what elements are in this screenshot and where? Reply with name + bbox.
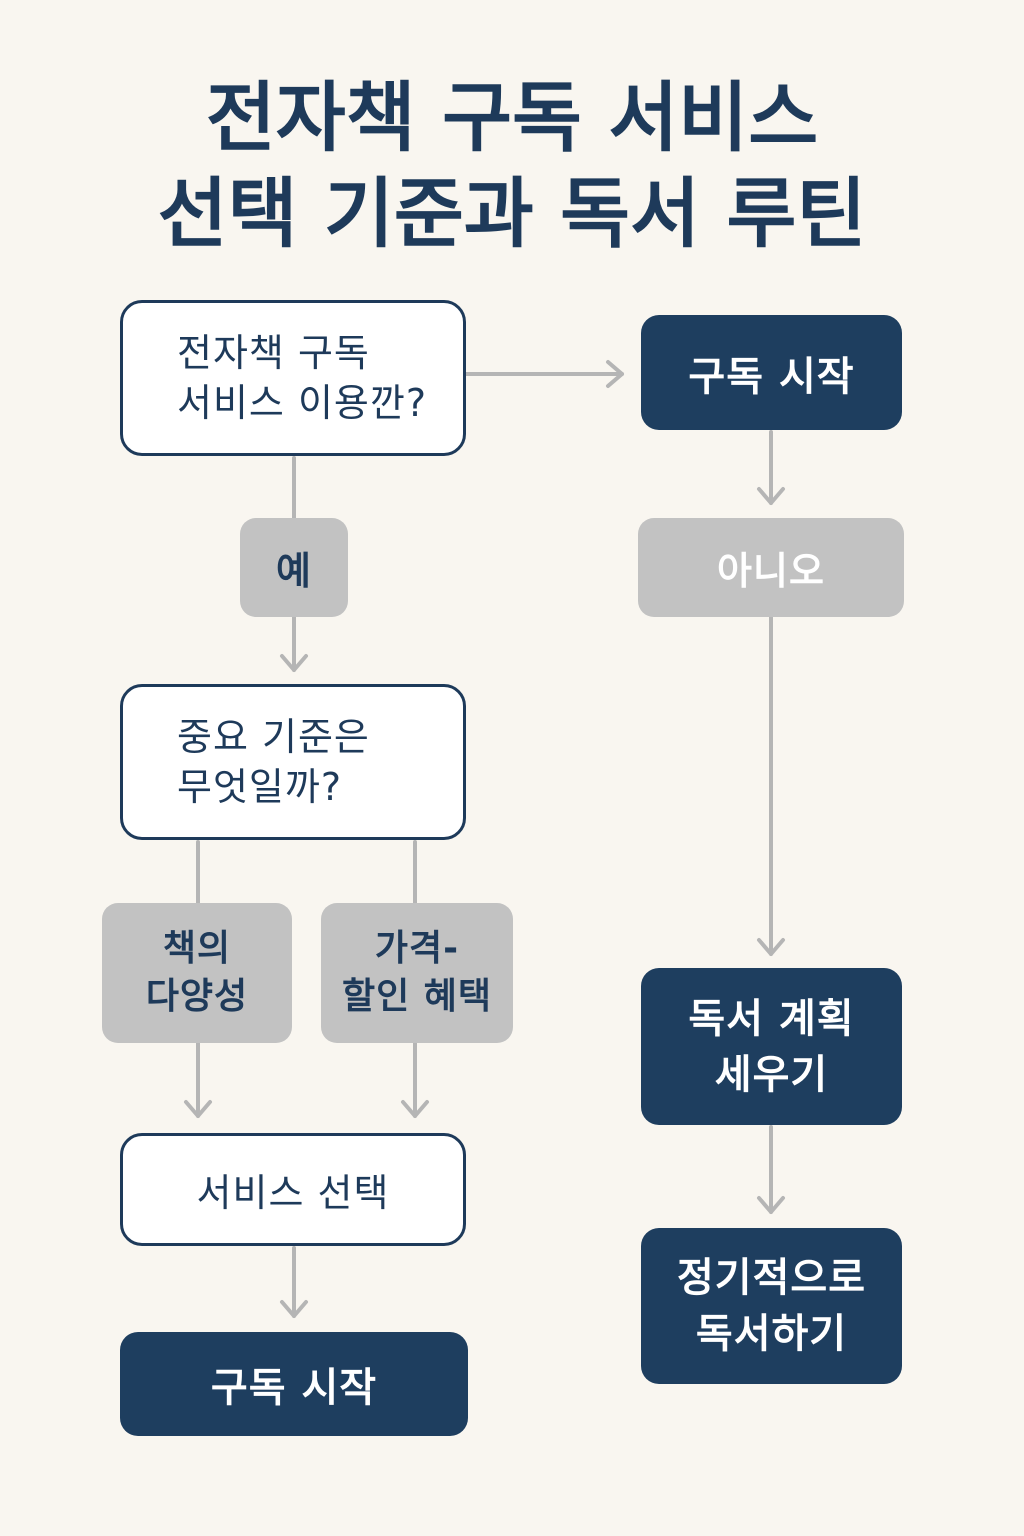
node-price-discount-line-2: 할인 혜택 xyxy=(341,976,492,1017)
diagram-title: 전자책 구독 서비스 선택 기준과 독서 루틴 xyxy=(0,70,1024,262)
node-service-select: 서비스 선택 xyxy=(120,1133,466,1246)
edge-select-to-start-left xyxy=(280,1246,308,1318)
node-regular-reading-line-1: 정기적으로 xyxy=(677,1255,866,1301)
node-question-criteria-line-1: 중요 기준은 xyxy=(177,715,370,759)
node-service-select-label: 서비스 선택 xyxy=(196,1171,390,1215)
node-question-use-service: 전자책 구독 서비스 이용깐? xyxy=(120,300,466,456)
title-line-1: 전자책 구독 서비스 xyxy=(205,73,819,162)
edge-price-to-select xyxy=(401,1041,429,1118)
node-book-variety-line-2: 다양성 xyxy=(145,976,249,1017)
node-reading-plan: 독서 계획 세우기 xyxy=(641,968,902,1125)
node-question-criteria-line-2: 무엇일까? xyxy=(177,765,343,809)
node-regular-reading: 정기적으로 독서하기 xyxy=(641,1228,902,1384)
title-line-2: 선택 기준과 독서 루틴 xyxy=(157,169,867,258)
node-book-variety: 책의 다양성 xyxy=(102,903,292,1043)
node-no-label: 아니오 xyxy=(717,549,825,593)
node-reading-plan-line-1: 독서 계획 xyxy=(688,995,855,1042)
node-subscribe-start-left-label: 구독 시작 xyxy=(210,1365,378,1411)
edge-yes-to-criteria xyxy=(280,615,308,672)
edge-plan-to-regular xyxy=(757,1125,785,1214)
node-price-discount: 가격- 할인 혜택 xyxy=(321,903,513,1043)
node-question-use-service-line-1: 전자책 구독 xyxy=(177,331,370,375)
edge-start-right-to-no xyxy=(757,430,785,505)
node-subscribe-start-right: 구독 시작 xyxy=(641,315,902,430)
node-question-criteria: 중요 기준은 무엇일까? xyxy=(120,684,466,840)
node-no: 아니오 xyxy=(638,518,904,617)
node-reading-plan-line-2: 세우기 xyxy=(714,1051,829,1098)
node-book-variety-line-1: 책의 xyxy=(162,928,232,969)
edge-variety-to-select xyxy=(184,1041,212,1118)
node-yes-label: 예 xyxy=(276,549,312,593)
node-subscribe-start-right-label: 구독 시작 xyxy=(688,353,855,400)
node-question-use-service-line-2: 서비스 이용깐? xyxy=(177,381,428,425)
edge-no-to-plan xyxy=(757,615,785,956)
node-regular-reading-line-2: 독서하기 xyxy=(695,1311,848,1357)
edge-question-to-start-right xyxy=(464,360,624,388)
node-subscribe-start-left: 구독 시작 xyxy=(120,1332,468,1436)
node-yes: 예 xyxy=(240,518,348,617)
node-price-discount-line-1: 가격- xyxy=(374,928,460,969)
